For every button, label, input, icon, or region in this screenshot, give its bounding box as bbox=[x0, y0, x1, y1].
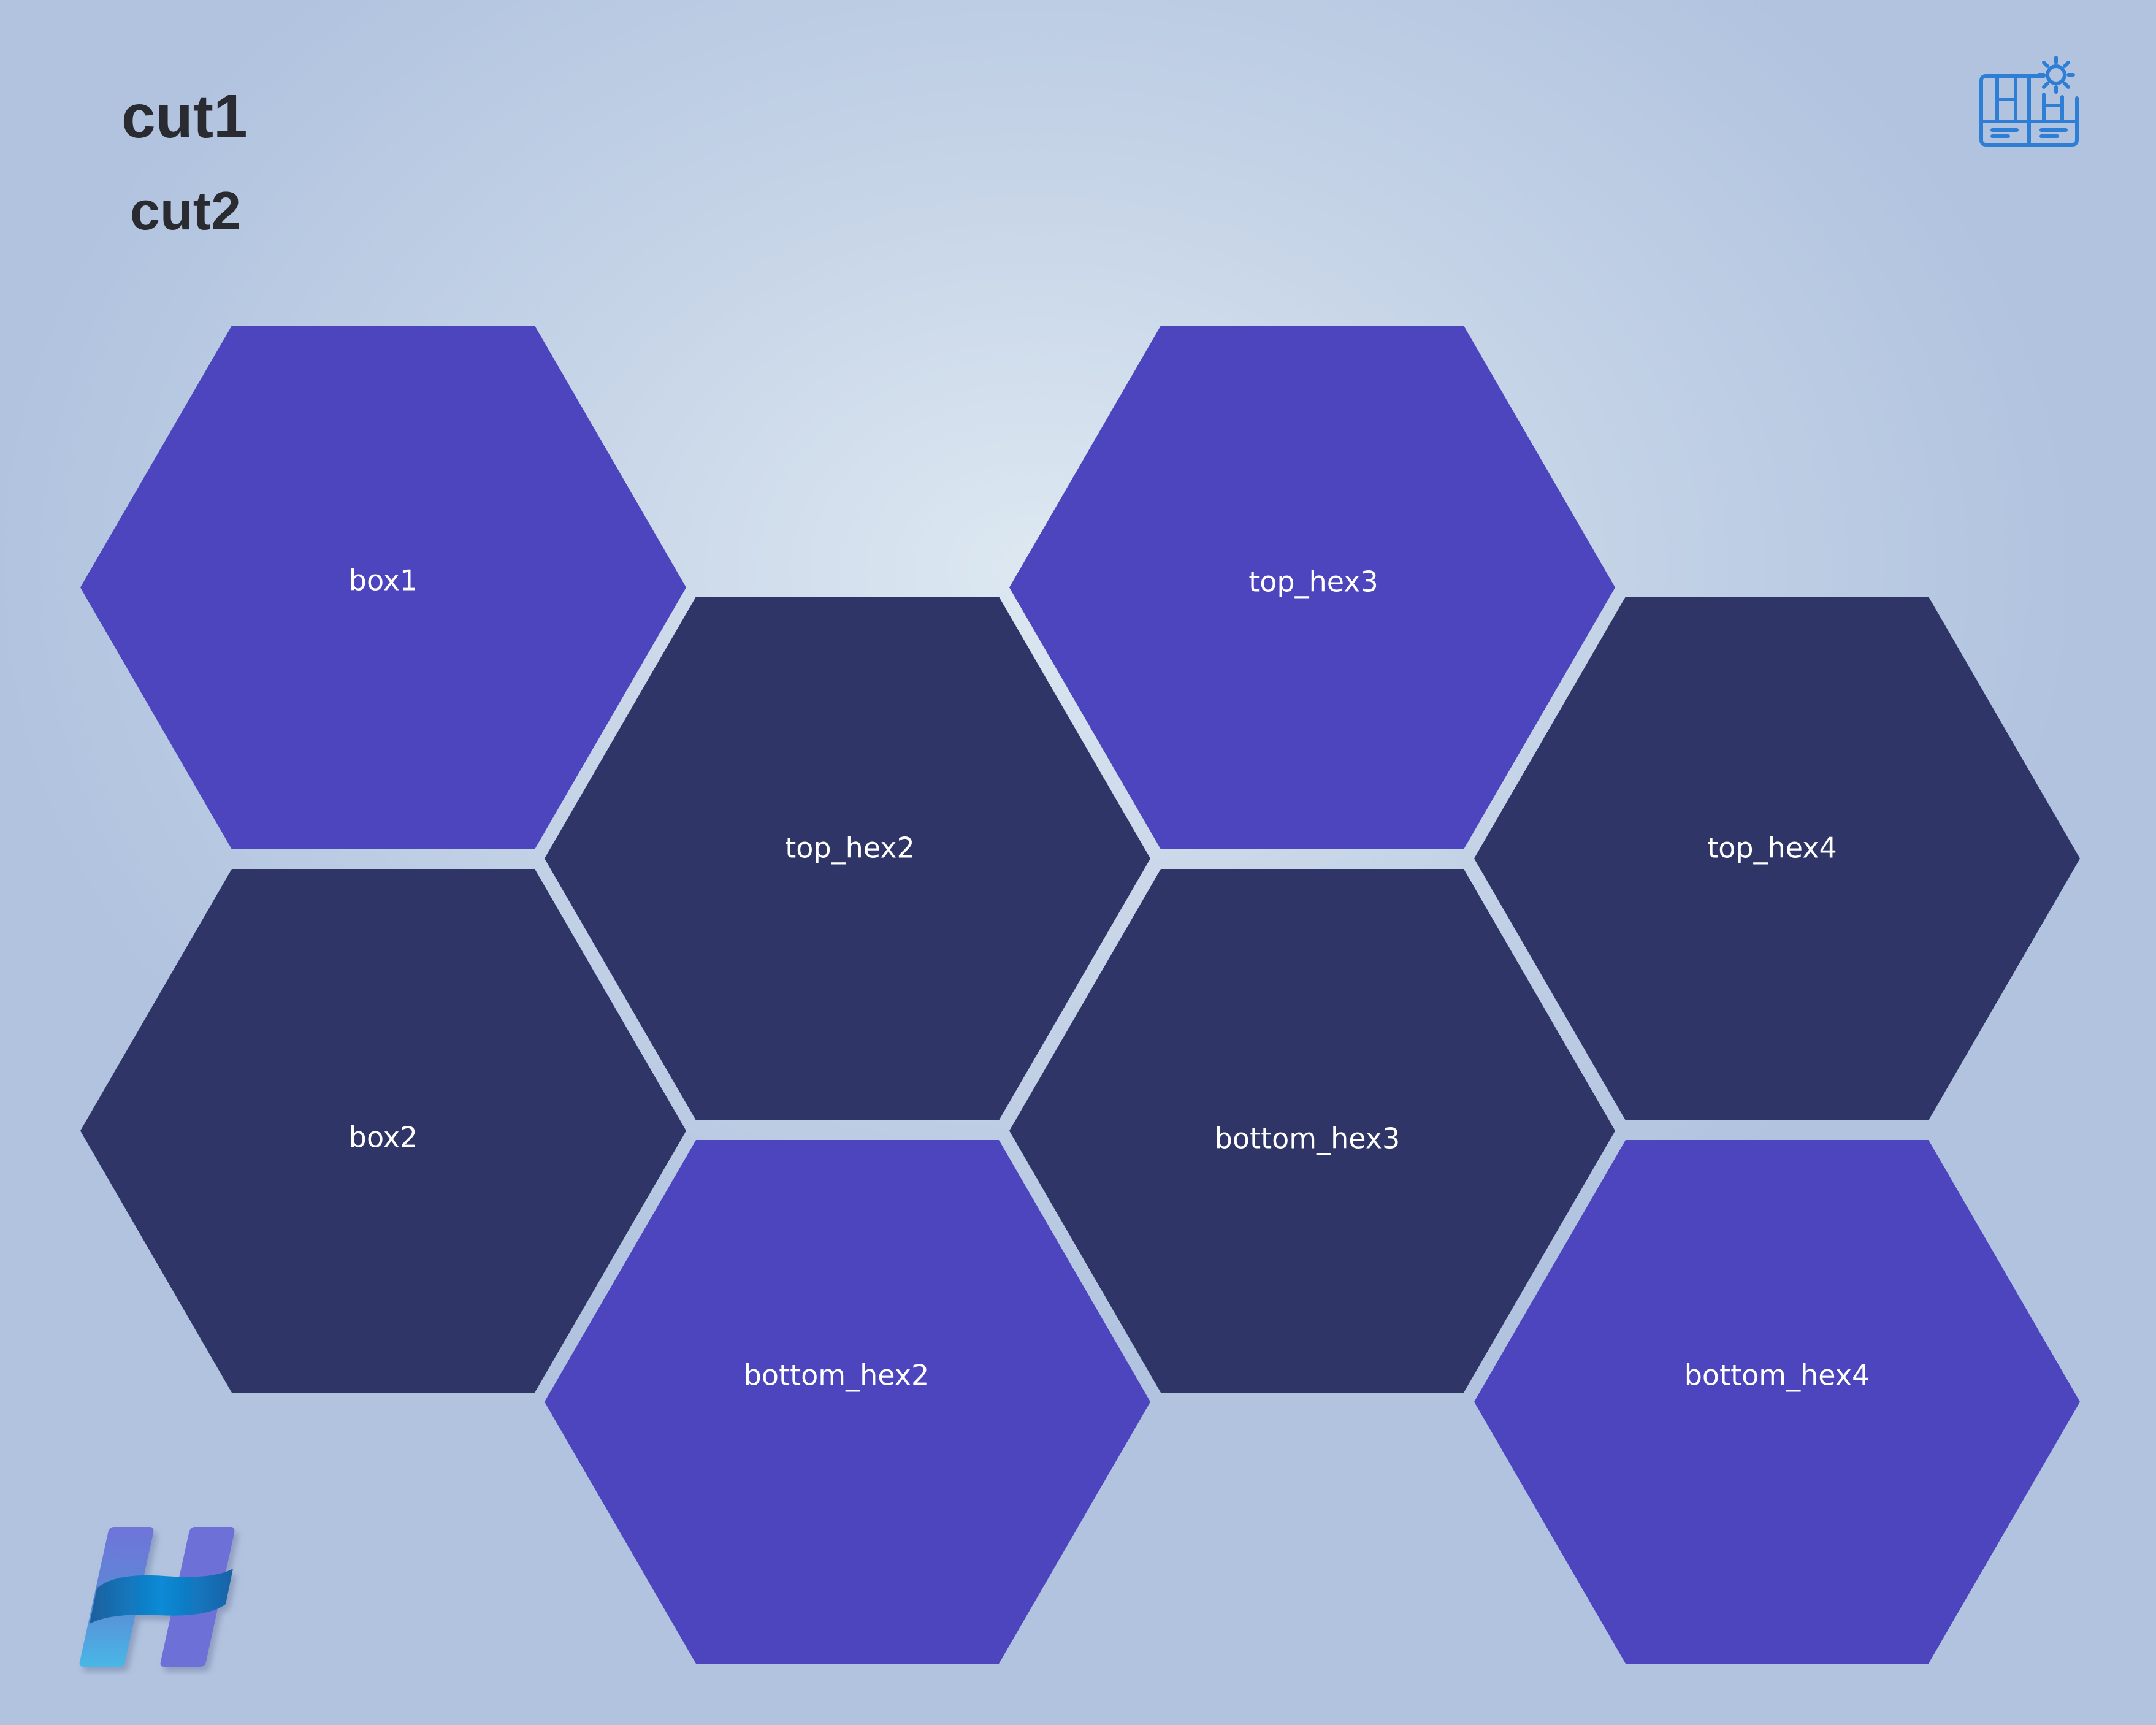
hexagon-bottom-hex2: bottom_hex2 bbox=[545, 1140, 1150, 1664]
cut2-title: cut2 bbox=[130, 180, 241, 241]
dashboard-settings-icon[interactable] bbox=[1978, 54, 2081, 147]
hexagon-shape bbox=[1474, 1140, 2080, 1664]
hexagon-box1: box1 bbox=[80, 326, 686, 849]
hexagon-top-hex4: top_hex4 bbox=[1474, 597, 2080, 1120]
hexagon-top-hex3: top_hex3 bbox=[1009, 326, 1615, 849]
cut1-title: cut1 bbox=[121, 82, 248, 151]
hexagon-shape bbox=[80, 869, 686, 1393]
hexagon-label: bottom_hex3 bbox=[1215, 1122, 1401, 1155]
hexagon-label: box2 bbox=[349, 1121, 418, 1154]
hexagon-shape bbox=[80, 326, 686, 849]
hexagon-label: top_hex4 bbox=[1707, 832, 1837, 865]
h-brand-logo bbox=[79, 1527, 235, 1667]
hexagon-shape bbox=[1474, 597, 2080, 1120]
hexagon-top-hex2: top_hex2 bbox=[545, 597, 1150, 1120]
hexagon-label: box1 bbox=[349, 564, 418, 597]
hexagon-bottom-hex3: bottom_hex3 bbox=[1009, 869, 1615, 1393]
hexagon-shape bbox=[545, 1140, 1150, 1664]
hexagon-label: bottom_hex2 bbox=[744, 1359, 930, 1392]
hexagon-label: top_hex2 bbox=[785, 832, 915, 865]
hexagon-shape bbox=[1009, 869, 1615, 1393]
hexagon-label: bottom_hex4 bbox=[1684, 1359, 1870, 1392]
hexagon-shape bbox=[1009, 326, 1615, 849]
hexagon-shape bbox=[545, 597, 1150, 1120]
hexagon-label: top_hex3 bbox=[1248, 565, 1378, 599]
hexagon-bottom-hex4: bottom_hex4 bbox=[1474, 1140, 2080, 1664]
hexagon-box2: box2 bbox=[80, 869, 686, 1393]
